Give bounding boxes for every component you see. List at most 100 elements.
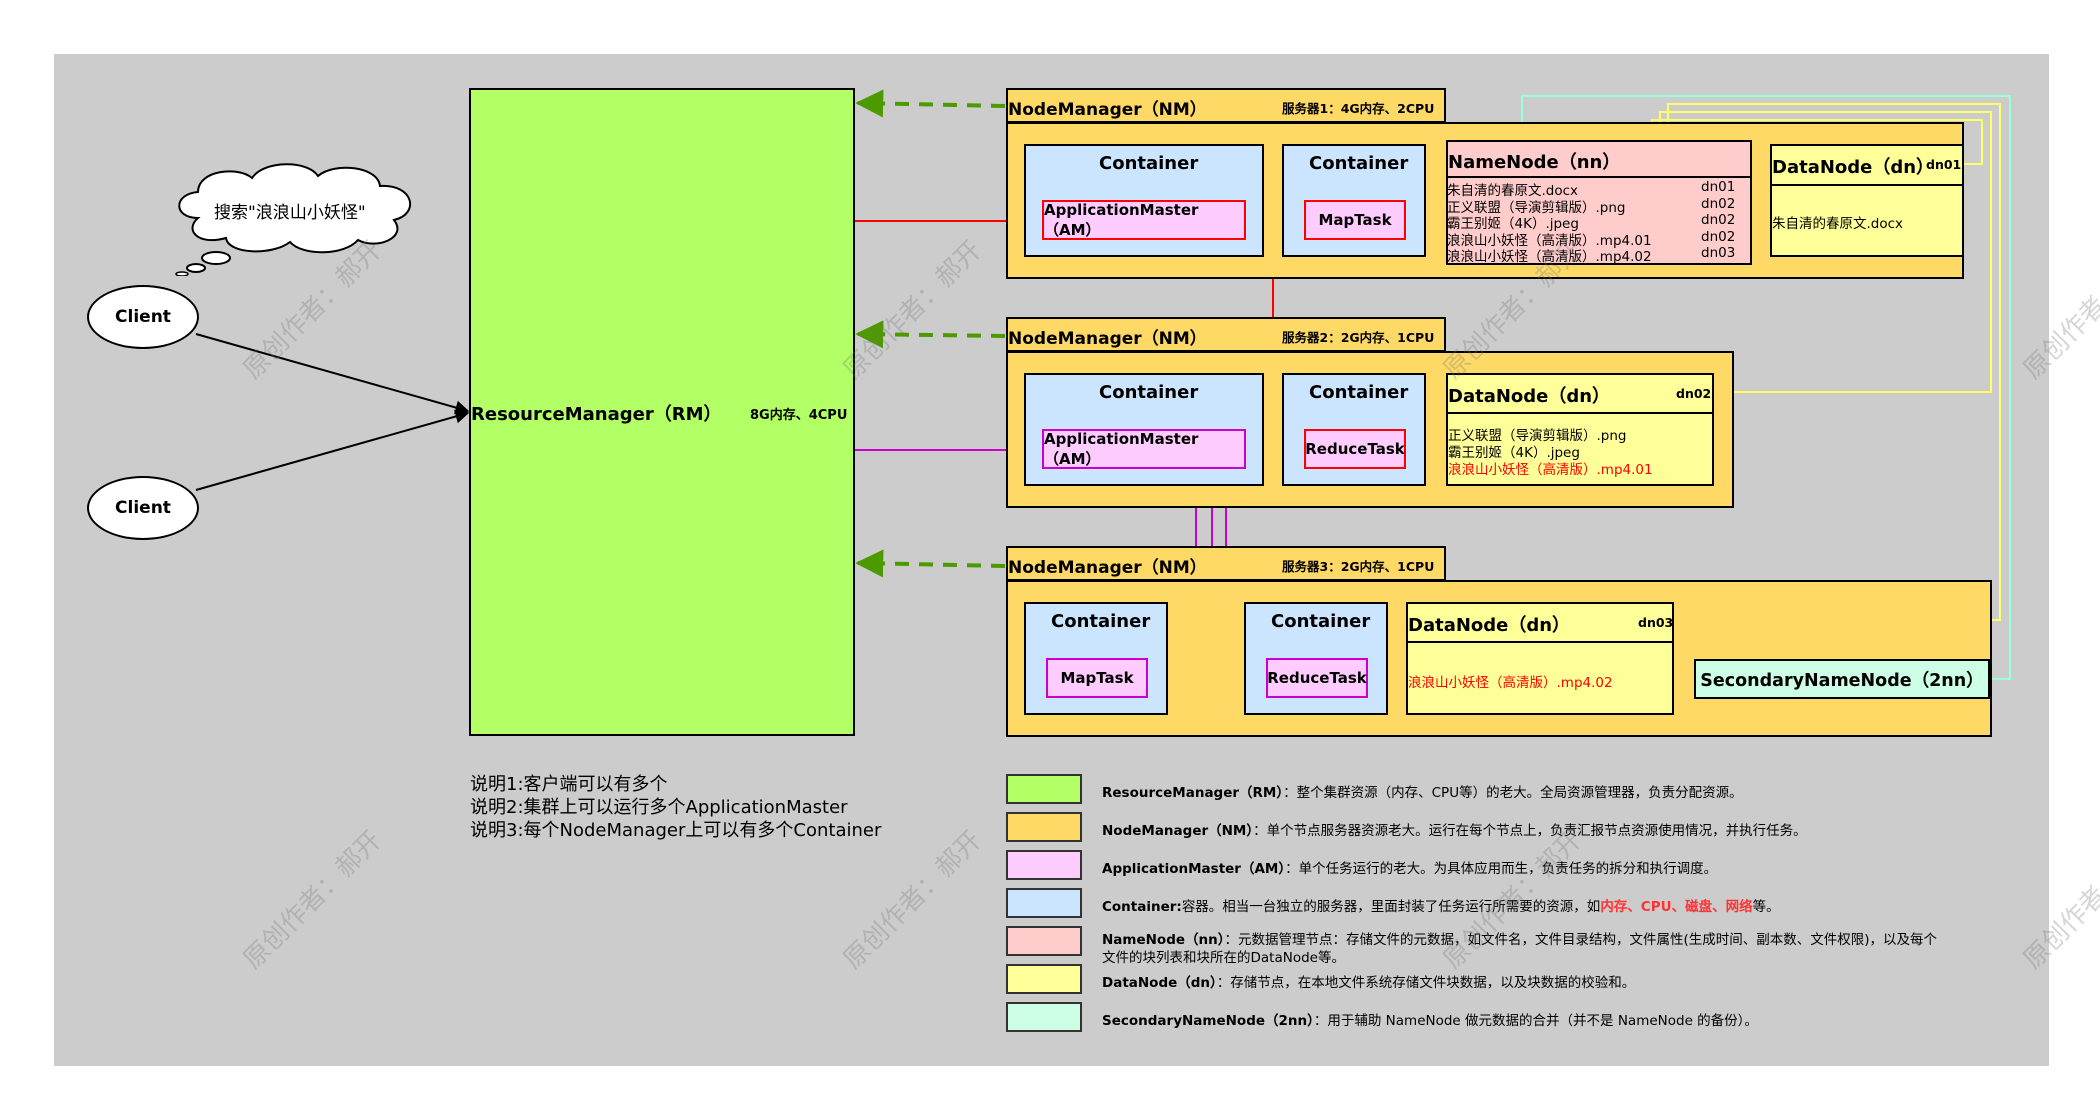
legend-nm: NodeManager（NM）：单个节点服务器资源老大。运行在每个节点上，负责汇… xyxy=(1102,819,1807,839)
legend-nm-term: NodeManager（NM） xyxy=(1102,823,1254,839)
legend-nn: NameNode（nn）：元数据管理节点：存储文件的元数据，如文件名，文件目录结… xyxy=(1102,928,1937,948)
client-1-label: Client xyxy=(115,307,171,327)
nm1-application-master[interactable]: ApplicationMaster（AM） xyxy=(1042,200,1246,240)
legend-container-term: Container: xyxy=(1102,899,1182,915)
legend-dn-desc: ：存储节点，在本地文件系统存储文件块数据，以及块数据的校验和。 xyxy=(1216,975,1636,991)
legend-container-desc-red: 内存、CPU、磁盘、网络 xyxy=(1600,899,1753,915)
legend-nn-term: NameNode（nn） xyxy=(1102,932,1225,948)
dn01-title: DataNode（dn） xyxy=(1772,157,1935,178)
client-2[interactable]: Client xyxy=(87,476,199,540)
legend-container-desc-b: 等。 xyxy=(1752,899,1780,915)
nm3-container-b-label: Container xyxy=(1271,611,1371,632)
legend-am-term: ApplicationMaster（AM） xyxy=(1102,861,1286,877)
nm1-container-a-label: Container xyxy=(1099,153,1199,174)
namenode-file-row: 浪浪山小妖怪（高清版）.mp4.02 dn03 xyxy=(1447,245,1747,265)
datanode-dn02[interactable] xyxy=(1446,373,1714,486)
legend-dn: DataNode（dn）：存储节点，在本地文件系统存储文件块数据，以及块数据的校… xyxy=(1102,971,1635,991)
namenode-file-row: 正义联盟（导演剪辑版）.png dn02 xyxy=(1447,195,1747,216)
nm3-header xyxy=(1006,546,1446,581)
dn01-id: dn01 xyxy=(1926,157,1962,172)
legend-snn-desc: ：用于辅助 NameNode 做元数据的合并（并不是 NameNode 的备份）… xyxy=(1313,1013,1758,1029)
secondary-namenode-label: SecondaryNameNode（2nn） xyxy=(1700,670,1984,691)
legend-snn-term: SecondaryNameNode（2nn） xyxy=(1102,1013,1314,1029)
namenode-file-name: 朱自清的春原文.docx xyxy=(1447,183,1579,199)
nm2-heartbeat-arrow xyxy=(855,320,1006,349)
nm2-container-b-label: Container xyxy=(1309,382,1409,403)
nm3-container-a-label: Container xyxy=(1051,611,1151,632)
datanode-dn03[interactable] xyxy=(1406,602,1674,715)
snn-to-namenode-line xyxy=(1516,95,2011,680)
client-2-arrow xyxy=(195,409,470,491)
dn02-id: dn02 xyxy=(1676,386,1712,401)
nm2-title: NodeManager（NM） xyxy=(1008,329,1207,349)
legend-dn-term: DataNode（dn） xyxy=(1102,975,1217,991)
dn03-id: dn03 xyxy=(1638,615,1674,630)
nm2-container-a-label: Container xyxy=(1099,382,1199,403)
thought-cloud xyxy=(175,163,412,276)
dn01-divider xyxy=(1770,184,1964,186)
namenode-divider xyxy=(1446,176,1752,178)
nm3-maptask[interactable]: MapTask xyxy=(1046,658,1148,698)
secondary-namenode[interactable]: SecondaryNameNode（2nn） xyxy=(1694,659,1990,699)
dn02-file-3: 浪浪山小妖怪（高清版）.mp4.01 xyxy=(1448,462,1653,478)
namenode-file-node: dn03 xyxy=(1701,245,1736,261)
dn02-file-1: 正义联盟（导演剪辑版）.png xyxy=(1448,428,1627,444)
namenode-file-row: 霸王别姬（4K）.jpeg dn02 xyxy=(1447,212,1747,232)
dn02-divider xyxy=(1446,412,1714,414)
namenode-title: NameNode（nn） xyxy=(1448,152,1621,173)
namenode-file-node: dn02 xyxy=(1701,228,1736,245)
namenode[interactable] xyxy=(1446,140,1752,265)
nm3-spec: 服务器3：2G内存、1CPU xyxy=(1282,559,1435,574)
legend-swatch-am xyxy=(1006,850,1082,880)
legend-nn-line2: 文件的块列表和块所在的DataNode等。 xyxy=(1102,950,1345,966)
legend-rm: ResourceManager（RM）：整个集群资源（内存、CPU等）的老大。全… xyxy=(1102,781,1743,801)
namenode-file-node: dn01 xyxy=(1701,179,1736,195)
nm2-application-master[interactable]: ApplicationMaster（AM） xyxy=(1042,429,1246,469)
legend-container: Container:容器。相当一台独立的服务器，里面封装了任务运行所需要的资源，… xyxy=(1102,895,1780,915)
legend-swatch-nn xyxy=(1006,926,1082,956)
client-1[interactable]: Client xyxy=(87,285,199,349)
rm-title: ResourceManager（RM） xyxy=(471,404,722,425)
dn01-file: 朱自清的春原文.docx xyxy=(1772,216,1904,232)
legend-swatch-nm xyxy=(1006,812,1082,842)
namenode-file-row: 朱自清的春原文.docx dn01 xyxy=(1447,179,1747,199)
dn02-file-2: 霸王别姬（4K）.jpeg xyxy=(1448,445,1580,461)
nm3-title: NodeManager（NM） xyxy=(1008,558,1207,578)
nm3-reducetask[interactable]: ReduceTask xyxy=(1266,658,1368,698)
cloud-search-text: 搜索"浪浪山小妖怪" xyxy=(214,203,366,223)
legend-nm-desc: ：单个节点服务器资源老大。运行在每个节点上，负责汇报节点资源使用情况，并执行任务… xyxy=(1253,823,1807,839)
dn03-file: 浪浪山小妖怪（高清版）.mp4.02 xyxy=(1408,675,1613,691)
nm3-heartbeat-arrow xyxy=(855,549,1006,578)
legend-container-desc-a: 容器。相当一台独立的服务器，里面封装了任务运行所需要的资源，如 xyxy=(1181,899,1601,915)
legend-rm-desc: ：整个集群资源（内存、CPU等）的老大。全局资源管理器，负责分配资源。 xyxy=(1283,785,1743,801)
nm2-spec: 服务器2：2G内存、1CPU xyxy=(1282,330,1435,345)
client-1-arrow xyxy=(195,333,470,415)
legend-swatch-container xyxy=(1006,888,1082,918)
note-3: 说明3:每个NodeManager上可以有多个Container xyxy=(470,820,882,841)
namenode-file-name: 正义联盟（导演剪辑版）.png xyxy=(1447,199,1626,216)
nm1-heartbeat-arrow xyxy=(855,89,1006,118)
rm-spec: 8G内存、4CPU xyxy=(750,408,848,423)
note-2: 说明2:集群上可以运行多个ApplicationMaster xyxy=(470,797,848,818)
legend-rm-term: ResourceManager（RM） xyxy=(1102,785,1284,801)
datanode-dn01[interactable] xyxy=(1770,144,1964,257)
legend-nn-desc: ：元数据管理节点：存储文件的元数据，如文件名，文件目录结构，文件属性(生成时间、… xyxy=(1224,932,1938,948)
namenode-file-name: 浪浪山小妖怪（高清版）.mp4.02 xyxy=(1447,249,1652,265)
dn03-title: DataNode（dn） xyxy=(1408,615,1571,636)
resource-manager[interactable] xyxy=(469,88,855,736)
client-2-label: Client xyxy=(115,498,171,518)
nm1-maptask[interactable]: MapTask xyxy=(1304,200,1406,240)
nm1-container-b-label: Container xyxy=(1309,153,1409,174)
namenode-file-node: dn02 xyxy=(1701,212,1736,228)
dn02-title: DataNode（dn） xyxy=(1448,386,1611,407)
nm1-title: NodeManager（NM） xyxy=(1008,100,1207,120)
legend-swatch-snn xyxy=(1006,1002,1082,1032)
legend-swatch-rm xyxy=(1006,774,1082,804)
namenode-file-node: dn02 xyxy=(1701,195,1736,212)
namenode-file-name: 霸王别姬（4K）.jpeg xyxy=(1447,216,1579,232)
nm2-reducetask[interactable]: ReduceTask xyxy=(1304,429,1406,469)
legend-am-desc: ：单个任务运行的老大。为具体应用而生，负责任务的拆分和执行调度。 xyxy=(1285,861,1718,877)
